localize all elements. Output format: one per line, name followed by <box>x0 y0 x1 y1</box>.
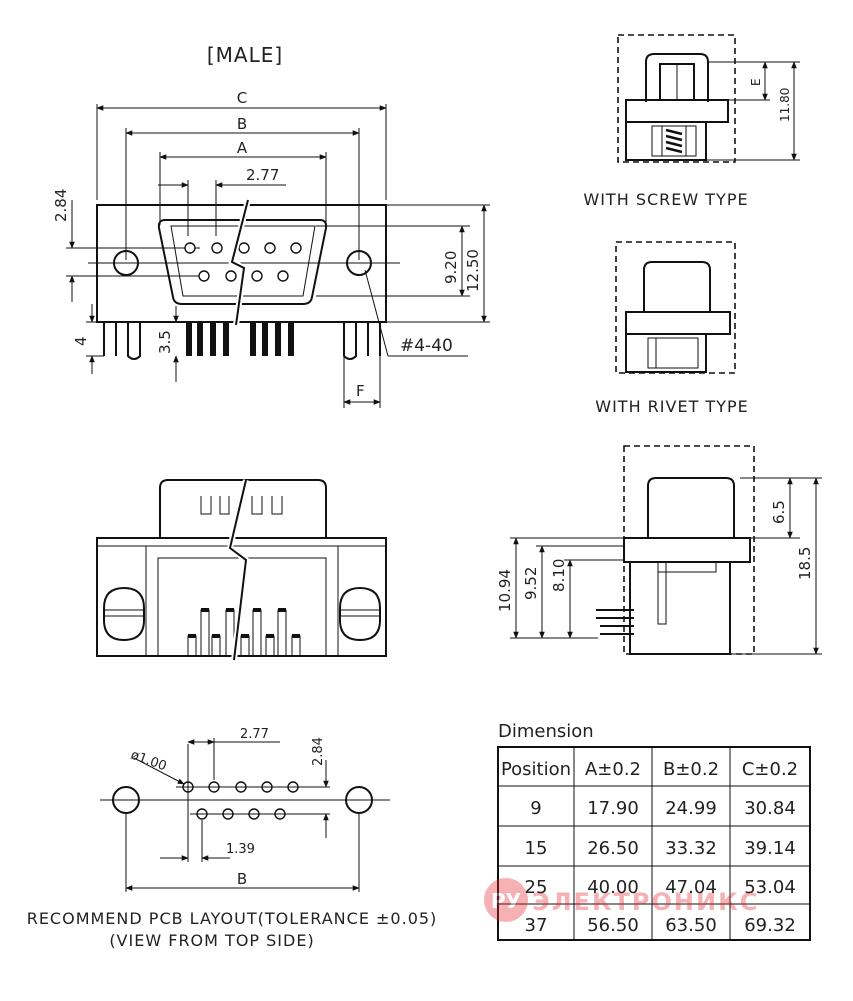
pcb-stagger-label: 1.39 <box>226 842 255 857</box>
h-outer-label: 12.50 <box>464 249 482 292</box>
dim-b-label: B <box>237 115 247 133</box>
table-cell: 9 <box>530 798 541 819</box>
dim-f-label: F <box>356 382 365 400</box>
table-row: 15 26.50 33.32 39.14 <box>525 838 796 859</box>
table-cell: 40.00 <box>587 877 639 898</box>
dim-a-label: A <box>237 139 248 157</box>
h-inner-label: 9.20 <box>442 251 460 284</box>
watermark-logo-text: РУ <box>491 889 521 913</box>
tail-pins <box>186 322 294 356</box>
table-cell: 15 <box>525 838 548 859</box>
pitch-label: 2.77 <box>246 166 279 184</box>
table-cell: 69.32 <box>744 915 796 936</box>
table-cell: 30.84 <box>744 798 796 819</box>
table-cell: 26.50 <box>587 838 639 859</box>
pcb-layout: 2.77 1.39 2.84 ø1.00 B RECOMMEND PCB LAY… <box>27 727 438 950</box>
table-cell: 56.50 <box>587 915 639 936</box>
screw-type-view: E 11.80 WITH SCREW TYPE <box>583 34 800 209</box>
table-cell: 25 <box>525 877 548 898</box>
side-d5-label: 18.5 <box>796 547 814 580</box>
table-header-row: Position A±0.2 B±0.2 C±0.2 <box>501 759 798 780</box>
front-view: [MALE] C B A 2.77 2.84 <box>52 43 490 408</box>
side-d4-label: 6.5 <box>770 500 788 524</box>
table-title: Dimension <box>498 721 594 742</box>
side-d2-label: 9.52 <box>522 567 540 600</box>
pcb-caption-2: (VIEW FROM TOP SIDE) <box>109 931 314 950</box>
table-cell: 33.32 <box>665 838 717 859</box>
offset-label: 2.84 <box>52 189 70 222</box>
title-male: [MALE] <box>207 43 283 67</box>
table-row: 37 56.50 63.50 69.32 <box>525 915 796 936</box>
pcb-pitch-label: 2.77 <box>240 727 269 742</box>
watermark: РУ ЭЛЕКТРОНИКС <box>484 878 759 922</box>
pcb-dim-b-label: B <box>237 870 247 888</box>
rivet-type-view: WITH RIVET TYPE <box>595 241 748 416</box>
table-cell: 47.04 <box>665 877 717 898</box>
table-row: 9 17.90 24.99 30.84 <box>530 798 795 819</box>
pin-len-label: 4 <box>72 336 90 346</box>
screw-caption: WITH SCREW TYPE <box>583 190 748 209</box>
table-cell: 53.04 <box>744 877 796 898</box>
table-cell: 37 <box>525 915 548 936</box>
table-header-c: C±0.2 <box>742 759 798 780</box>
rear-view <box>96 479 387 661</box>
watermark-text: ЭЛЕКТРОНИКС <box>532 888 759 916</box>
dim-c-label: C <box>237 89 247 107</box>
table-header-a: A±0.2 <box>585 759 641 780</box>
dim-e-label: E <box>749 78 763 86</box>
table-cell: 63.50 <box>665 915 717 936</box>
rear-pins <box>187 608 301 657</box>
table-header-b: B±0.2 <box>663 759 719 780</box>
front-pins <box>184 242 302 282</box>
side-d1-label: 10.94 <box>496 569 514 612</box>
rivet-caption: WITH RIVET TYPE <box>595 397 748 416</box>
table-cell: 24.99 <box>665 798 717 819</box>
table-header-position: Position <box>501 759 571 780</box>
table-cell: 39.14 <box>744 838 796 859</box>
side-d3-label: 8.10 <box>550 559 568 592</box>
table-cell: 17.90 <box>587 798 639 819</box>
pcb-hole-dia-label: ø1.00 <box>129 748 169 775</box>
table-row: 25 40.00 47.04 53.04 <box>525 877 796 898</box>
thread-label: #4-40 <box>400 336 453 356</box>
watermark-logo-icon <box>484 878 528 922</box>
tail-label: 3.5 <box>156 330 174 354</box>
dimension-table: Dimension Position A±0.2 B±0.2 C±0.2 9 1… <box>484 721 811 941</box>
side-view: 6.5 18.5 10.94 9.52 8.10 <box>496 445 822 655</box>
screw-height-label: 11.80 <box>778 88 792 122</box>
pcb-caption-1: RECOMMEND PCB LAYOUT(TOLERANCE ±0.05) <box>27 909 438 928</box>
pcb-row-offset-label: 2.84 <box>311 737 326 766</box>
